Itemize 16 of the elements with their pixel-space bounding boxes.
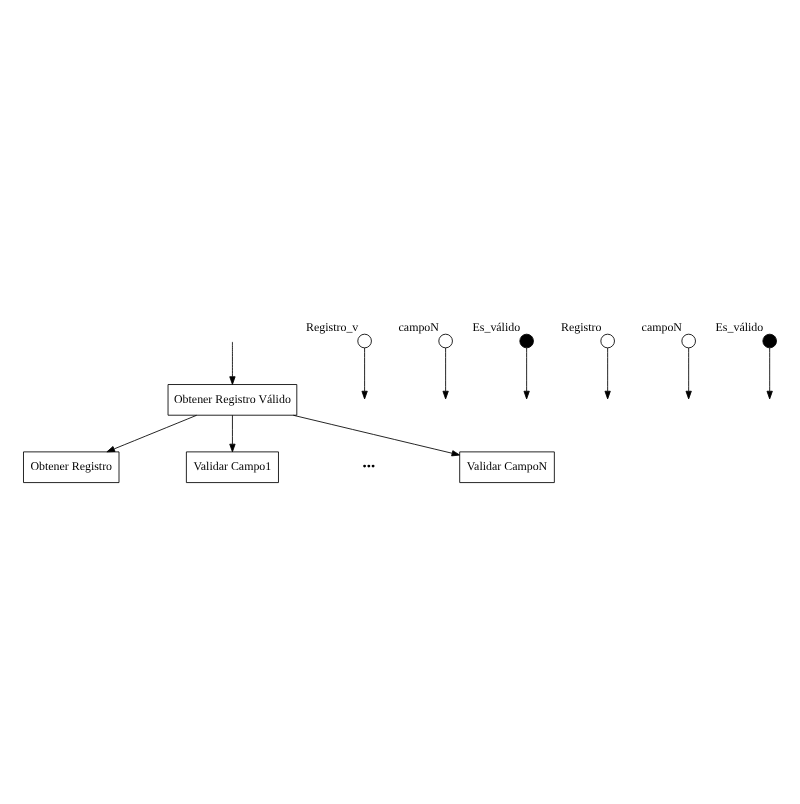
arrow (604, 347, 611, 400)
arrow (685, 347, 692, 400)
node-dot (519, 333, 534, 349)
node-dot (762, 333, 777, 349)
arrow (523, 347, 530, 400)
arrow (292, 414, 461, 457)
arrow (229, 414, 236, 453)
node-circle (357, 333, 372, 349)
arrow (766, 347, 773, 400)
arrow (106, 414, 198, 453)
arrow (229, 341, 236, 385)
arrow (361, 347, 368, 400)
node-circle (681, 333, 696, 349)
node-circle (438, 333, 453, 349)
node-circle (600, 333, 615, 349)
arrow (442, 347, 449, 400)
